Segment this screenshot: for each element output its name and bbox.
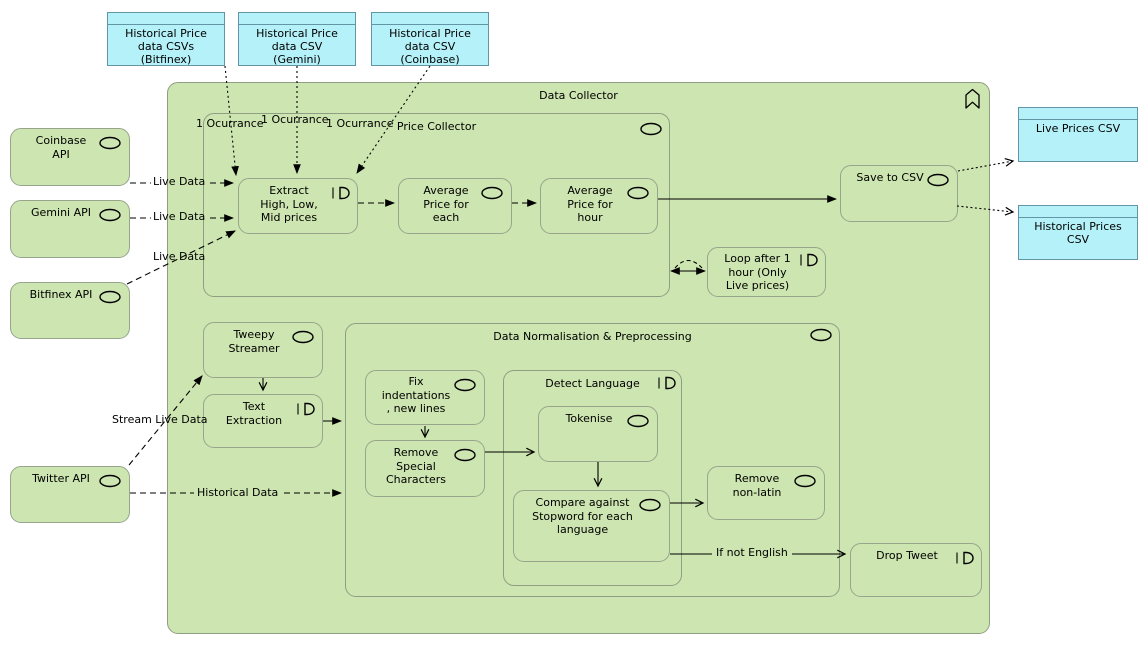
application-service-icon bbox=[480, 186, 504, 200]
node-fix-indentations[interactable]: Fix indentations , new lines bbox=[365, 370, 485, 425]
application-service-icon bbox=[453, 378, 477, 392]
node-remove-special-characters[interactable]: Remove Special Characters bbox=[365, 440, 485, 497]
grouping-icon bbox=[963, 87, 982, 110]
node-drop-tweet[interactable]: Drop Tweet bbox=[850, 543, 982, 597]
application-interaction-icon bbox=[330, 186, 350, 200]
node-tokenise[interactable]: Tokenise bbox=[538, 406, 658, 462]
artifact-bitfinex-csvs[interactable]: Historical Price data CSVs (Bitfinex) bbox=[107, 12, 225, 66]
artifact-coinbase-csv[interactable]: Historical Price data CSV (Coinbase) bbox=[371, 12, 489, 66]
artifact-header-strip bbox=[1019, 108, 1137, 120]
node-average-price-each[interactable]: Average Price for each bbox=[398, 178, 512, 234]
application-service-icon bbox=[98, 290, 122, 304]
application-service-icon bbox=[626, 414, 650, 428]
application-service-icon bbox=[626, 186, 650, 200]
edge-label-historical-data: Historical Data bbox=[197, 486, 279, 499]
edge-label-if-not-english: If not English bbox=[716, 546, 788, 559]
application-service-icon bbox=[809, 328, 833, 342]
application-interaction-icon bbox=[954, 551, 974, 565]
node-text-extraction[interactable]: Text Extraction bbox=[203, 394, 323, 448]
application-service-icon bbox=[453, 448, 477, 462]
application-service-icon bbox=[98, 136, 122, 150]
application-service-icon bbox=[98, 208, 122, 222]
artifact-header-strip bbox=[108, 13, 224, 25]
node-bitfinex-api[interactable]: Bitfinex API bbox=[10, 282, 130, 339]
application-service-icon bbox=[926, 173, 950, 187]
node-coinbase-api[interactable]: Coinbase API bbox=[10, 128, 130, 186]
node-twitter-api[interactable]: Twitter API bbox=[10, 466, 130, 523]
application-service-icon bbox=[638, 498, 662, 512]
application-interaction-icon bbox=[798, 253, 818, 267]
artifact-gemini-csv[interactable]: Historical Price data CSV (Gemini) bbox=[238, 12, 356, 66]
node-average-price-hour[interactable]: Average Price for hour bbox=[540, 178, 658, 234]
data-normalisation-title: Data Normalisation & Preprocessing bbox=[493, 330, 692, 343]
artifact-header-strip bbox=[1019, 206, 1137, 218]
edge-label-live-data-2: Live Data bbox=[153, 210, 206, 223]
artifact-live-prices-csv[interactable]: Live Prices CSV bbox=[1018, 107, 1138, 162]
application-service-icon bbox=[639, 122, 663, 136]
edge-label-ocurrance-1: 1 Ocurrance bbox=[196, 117, 264, 130]
edge-label-live-data-1: Live Data bbox=[153, 175, 206, 188]
application-service-icon bbox=[793, 474, 817, 488]
node-extract-prices[interactable]: Extract High, Low, Mid prices bbox=[238, 178, 358, 234]
application-interaction-icon bbox=[656, 376, 676, 390]
node-save-to-csv[interactable]: Save to CSV bbox=[840, 165, 958, 222]
detect-language-title: Detect Language bbox=[545, 377, 640, 390]
application-service-icon bbox=[291, 330, 315, 344]
node-gemini-api[interactable]: Gemini API bbox=[10, 200, 130, 258]
artifact-historical-prices-csv[interactable]: Historical Prices CSV bbox=[1018, 205, 1138, 260]
node-compare-stopword[interactable]: Compare against Stopword for each langua… bbox=[513, 490, 670, 562]
edge-label-ocurrance-2: 1 Ocurrance bbox=[261, 113, 329, 126]
edge-label-ocurrance-3: 1 Ocurrance bbox=[326, 117, 394, 130]
application-service-icon bbox=[98, 474, 122, 488]
edge-label-live-data-3: Live Data bbox=[153, 250, 206, 263]
artifact-header-strip bbox=[239, 13, 355, 25]
node-remove-non-latin[interactable]: Remove non-latin bbox=[707, 466, 825, 520]
node-loop-after-hour[interactable]: Loop after 1 hour (Only Live prices) bbox=[707, 247, 826, 297]
node-tweepy-streamer[interactable]: Tweepy Streamer bbox=[203, 322, 323, 378]
edge-label-stream-live-data: Stream Live Data bbox=[112, 413, 208, 426]
data-collector-title: Data Collector bbox=[539, 89, 618, 102]
artifact-header-strip bbox=[372, 13, 488, 25]
application-interaction-icon bbox=[295, 402, 315, 416]
